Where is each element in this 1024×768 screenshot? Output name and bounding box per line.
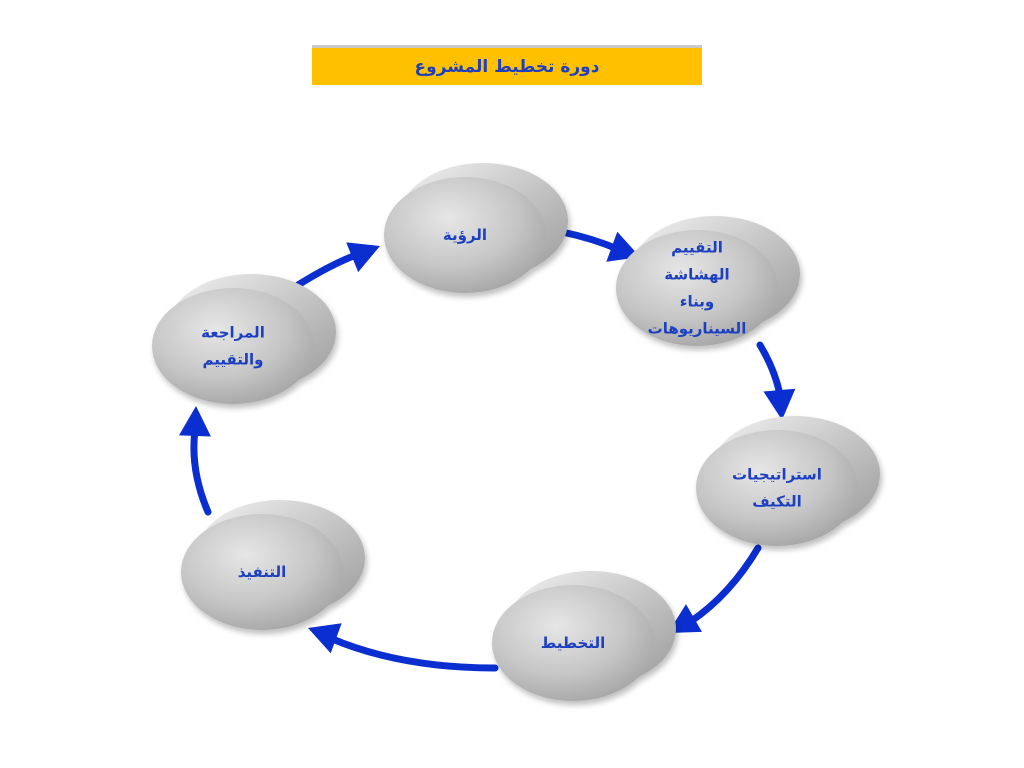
arrows-layer bbox=[178, 228, 796, 672]
node-label: التخطيط bbox=[541, 634, 606, 652]
cycle-arrow-6 bbox=[294, 251, 360, 289]
cycle-node-vulnerability: التقييم الهشاشة وبناء السيناريوهات bbox=[616, 216, 800, 346]
cycle-arrow-3 bbox=[686, 544, 762, 626]
node-label: وبناء bbox=[680, 293, 714, 311]
disc-face bbox=[152, 288, 314, 404]
arrowhead-6 bbox=[346, 242, 380, 273]
title-bar: دورة تخطيط المشروع bbox=[312, 45, 702, 85]
node-label: استراتيجيات bbox=[732, 466, 822, 484]
cycle-node-implementation: التنفيذ bbox=[181, 500, 365, 630]
disc-face bbox=[696, 430, 858, 546]
cycle-arrow-5 bbox=[190, 426, 212, 516]
cycle-node-vision: الرؤية bbox=[384, 163, 568, 293]
node-label: الهشاشة bbox=[664, 266, 729, 284]
nodes-layer: الرؤية التقييم الهشاشة وبناء السيناريوهات است… bbox=[152, 163, 880, 701]
disc-face bbox=[384, 177, 546, 293]
cycle-arrow-1 bbox=[558, 228, 624, 254]
arrowhead-5 bbox=[178, 406, 211, 437]
node-label: المراجعة bbox=[201, 324, 265, 342]
cycle-arrow-2 bbox=[756, 341, 784, 399]
disc-face bbox=[492, 585, 654, 701]
node-label: الرؤية bbox=[443, 226, 487, 244]
disc-face bbox=[616, 230, 778, 346]
node-label: التنفيذ bbox=[238, 563, 287, 581]
node-label: التكيف bbox=[752, 493, 802, 511]
arrowhead-3 bbox=[668, 604, 702, 633]
cycle-node-planning: التخطيط bbox=[492, 571, 676, 701]
cycle-node-adaptation: استراتيجيات التكيف bbox=[696, 416, 880, 546]
node-label: التقييم bbox=[671, 239, 723, 257]
cycle-node-review: المراجعة والتقييم bbox=[152, 274, 336, 404]
node-label: والتقييم bbox=[202, 351, 263, 369]
arrowhead-4 bbox=[308, 623, 342, 654]
diagram-title: دورة تخطيط المشروع bbox=[414, 56, 600, 77]
node-label: السيناريوهات bbox=[648, 320, 747, 338]
disc-face bbox=[181, 514, 343, 630]
cycle-arrow-4 bbox=[326, 634, 499, 672]
arrowhead-2 bbox=[763, 388, 796, 420]
